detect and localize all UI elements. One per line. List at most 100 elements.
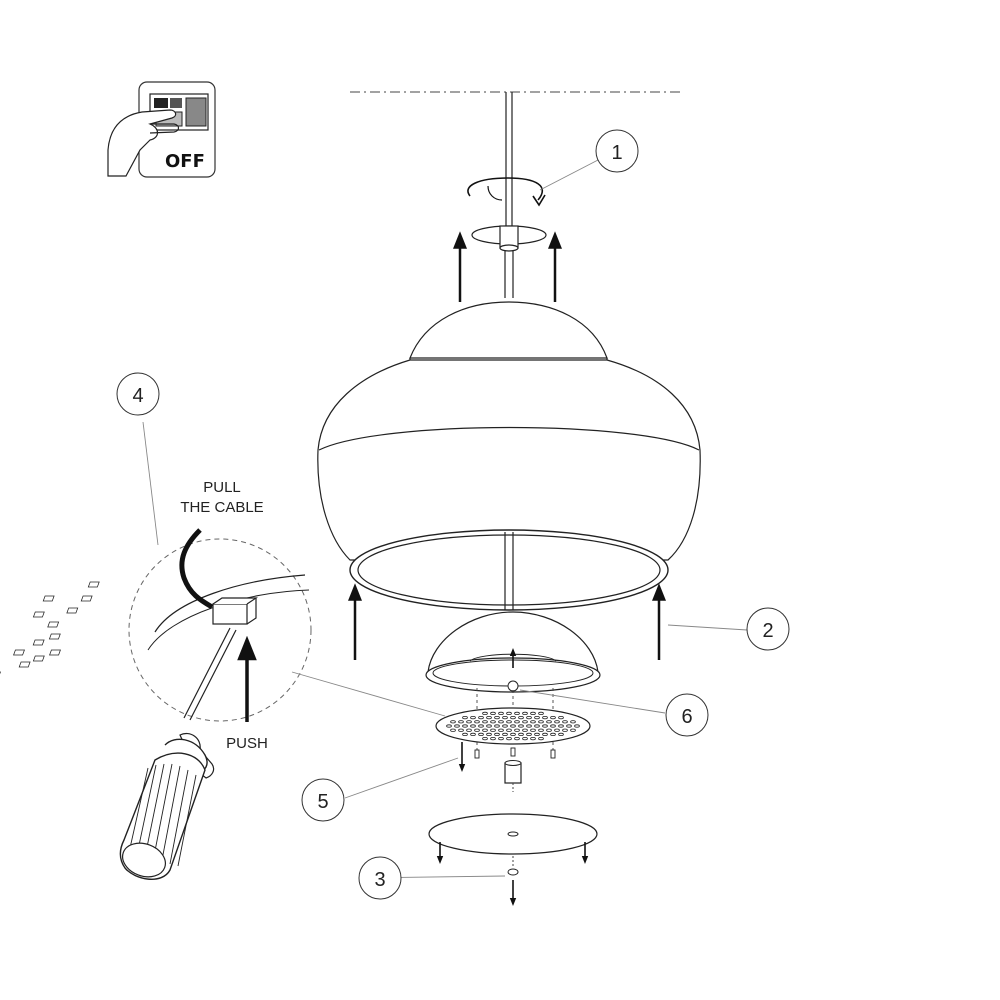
plate-hole (542, 724, 548, 728)
suspension-cable (505, 92, 513, 228)
plate-hole (454, 724, 460, 728)
plate-hole (530, 736, 536, 741)
detail-hole (87, 581, 100, 588)
plate-hole (510, 732, 516, 737)
plate-hole (522, 728, 528, 732)
diffuser-disc (428, 813, 598, 864)
plate-hole (550, 715, 556, 720)
plate-hole (566, 724, 572, 728)
plate-hole (494, 715, 500, 720)
plate-hole (526, 715, 532, 720)
detail-hole (48, 633, 61, 640)
plate-hole (562, 720, 568, 724)
pull-cable-label-line2: THE CABLE (180, 499, 263, 516)
plate-hole (526, 732, 532, 737)
plate-hole (542, 732, 548, 737)
plate-hole (478, 732, 484, 737)
plate-hole (474, 728, 480, 732)
plate-hole (462, 724, 468, 728)
plate-hole (446, 724, 452, 728)
plate-hole (482, 728, 488, 732)
bottom-screw (507, 856, 519, 906)
plate-hole (538, 720, 544, 724)
plate-hole (522, 711, 528, 716)
plate-hole (498, 720, 504, 724)
detail-hole (32, 639, 45, 646)
plate-hole (554, 728, 560, 732)
push-label: PUSH (226, 735, 268, 752)
plate-hole (534, 724, 540, 728)
plate-hole (542, 715, 548, 720)
callout-1-number: 1 (611, 142, 622, 164)
callout-4-number: 4 (132, 385, 143, 407)
plate-hole (498, 711, 504, 716)
plate-hole (514, 728, 520, 732)
plate-hole (550, 724, 556, 728)
plate-hole (506, 736, 512, 741)
plate-hole (514, 711, 520, 716)
plate-hole (526, 724, 532, 728)
plate-hole (510, 715, 516, 720)
plate-hole (506, 711, 512, 716)
plate-hole (502, 724, 508, 728)
plate-hole (506, 728, 512, 732)
power-switch-off-icon: OFF (107, 81, 216, 178)
detail-hole (49, 649, 61, 656)
plate-hole (506, 720, 512, 724)
plate-hole (490, 728, 496, 732)
plate-hole (470, 715, 476, 720)
plate-hole (534, 732, 540, 737)
callout-5: 5 (301, 778, 345, 822)
detail-hole (80, 595, 93, 602)
callout-6: 6 (665, 693, 709, 737)
plate-hole (558, 724, 564, 728)
plate-hole (570, 728, 576, 732)
plate-hole (518, 732, 524, 737)
plate-hole (466, 720, 472, 724)
cord-grip (471, 225, 547, 298)
plate-hole (466, 728, 472, 732)
plate-hole (522, 720, 528, 724)
plate-hole (558, 732, 564, 737)
plate-hole (546, 728, 552, 732)
plate-hole (450, 728, 456, 732)
plate-hole (554, 720, 560, 724)
detail-hole (66, 607, 79, 614)
callout-4: 4 (116, 372, 160, 416)
plate-hole (482, 720, 488, 724)
screwdriver-icon (119, 732, 215, 880)
callout-3-number: 3 (374, 869, 385, 891)
plate-hole (546, 720, 552, 724)
detail-hole (42, 595, 55, 602)
plate-hole (482, 711, 488, 716)
detail-hole (18, 661, 31, 668)
plate-hole (522, 736, 528, 741)
plate-hole (518, 715, 524, 720)
plate-hole (530, 728, 536, 732)
plate-hole (510, 724, 516, 728)
plate-hole (478, 715, 484, 720)
plate-hole (558, 715, 564, 720)
plate-hole (498, 736, 504, 741)
plate-hole (458, 728, 464, 732)
callout-5-number: 5 (317, 791, 328, 813)
plate-screws (474, 747, 556, 759)
plate-hole (486, 715, 492, 720)
detail-hole (13, 649, 25, 656)
plate-hole (514, 720, 520, 724)
plate-hole (538, 728, 544, 732)
detail-hole (32, 655, 45, 662)
callout-3: 3 (358, 856, 402, 900)
plate-hole (462, 715, 468, 720)
plate-hole (474, 720, 480, 724)
plate-hole (490, 711, 496, 716)
plate-hole (490, 720, 496, 724)
plate-hole (530, 711, 536, 716)
plate-hole (530, 720, 536, 724)
plate-hole (518, 724, 524, 728)
connector-block (504, 760, 522, 792)
inner-reflector (425, 611, 601, 693)
plate-hole (494, 724, 500, 728)
callout-2-number: 2 (762, 620, 773, 642)
